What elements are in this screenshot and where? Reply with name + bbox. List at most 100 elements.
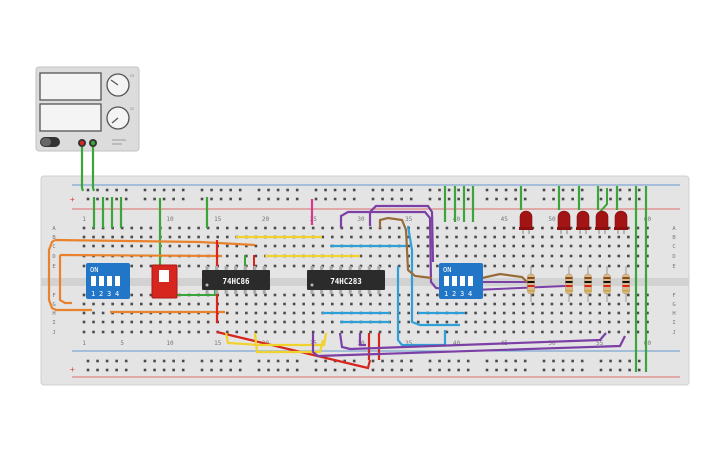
breadboard-hole[interactable] xyxy=(120,235,124,239)
breadboard-hole[interactable] xyxy=(607,302,611,306)
rail-hole[interactable] xyxy=(267,188,270,192)
breadboard-hole[interactable] xyxy=(617,254,621,258)
rail-hole[interactable] xyxy=(343,359,346,363)
breadboard-hole[interactable] xyxy=(359,235,363,239)
resistors[interactable] xyxy=(527,266,630,302)
breadboard-hole[interactable] xyxy=(273,330,277,334)
rail-hole[interactable] xyxy=(609,368,612,372)
breadboard-hole[interactable] xyxy=(82,235,86,239)
dip-toggle-3[interactable] xyxy=(107,276,112,286)
breadboard-hole[interactable] xyxy=(588,311,592,315)
breadboard-hole[interactable] xyxy=(321,244,325,248)
breadboard-hole[interactable] xyxy=(388,302,391,306)
breadboard-hole[interactable] xyxy=(445,235,449,239)
breadboard-hole[interactable] xyxy=(321,226,325,230)
breadboard-hole[interactable] xyxy=(264,226,267,230)
breadboard-hole[interactable] xyxy=(359,302,363,306)
breadboard-hole[interactable] xyxy=(178,226,181,230)
rail-hole[interactable] xyxy=(143,188,147,192)
breadboard-hole[interactable] xyxy=(397,320,401,324)
breadboard-hole[interactable] xyxy=(531,264,535,268)
breadboard-hole[interactable] xyxy=(292,311,296,315)
resistor[interactable] xyxy=(603,266,611,302)
breadboard-hole[interactable] xyxy=(101,244,105,248)
breadboard-hole[interactable] xyxy=(512,235,516,239)
breadboard-hole[interactable] xyxy=(502,330,506,334)
breadboard-hole[interactable] xyxy=(101,302,105,306)
rail-hole[interactable] xyxy=(390,359,394,363)
rail-hole[interactable] xyxy=(96,359,99,363)
breadboard-hole[interactable] xyxy=(493,235,496,239)
breadboard-hole[interactable] xyxy=(149,320,153,324)
breadboard-hole[interactable] xyxy=(311,311,315,315)
breadboard-hole[interactable] xyxy=(522,244,525,248)
breadboard-hole[interactable] xyxy=(111,235,114,239)
rail-hole[interactable] xyxy=(514,188,517,192)
breadboard-hole[interactable] xyxy=(311,293,315,297)
rail-hole[interactable] xyxy=(181,359,185,363)
breadboard-hole[interactable] xyxy=(474,254,477,258)
breadboard-hole[interactable] xyxy=(264,320,267,324)
rail-hole[interactable] xyxy=(229,188,232,192)
rail-hole[interactable] xyxy=(86,188,90,192)
breadboard-hole[interactable] xyxy=(598,235,601,239)
breadboard-hole[interactable] xyxy=(607,235,611,239)
breadboard-hole[interactable] xyxy=(560,264,563,268)
rail-hole[interactable] xyxy=(210,197,213,201)
led[interactable] xyxy=(557,210,571,234)
breadboard-hole[interactable] xyxy=(397,293,401,297)
rail-hole[interactable] xyxy=(571,368,574,372)
breadboard-hole[interactable] xyxy=(187,320,191,324)
rail-hole[interactable] xyxy=(333,188,337,192)
rail-hole[interactable] xyxy=(181,197,185,201)
breadboard-hole[interactable] xyxy=(550,264,554,268)
breadboard-hole[interactable] xyxy=(302,320,305,324)
wire-green[interactable] xyxy=(599,188,608,213)
breadboard-hole[interactable] xyxy=(445,320,449,324)
breadboard-hole[interactable] xyxy=(569,226,573,230)
breadboard-hole[interactable] xyxy=(416,244,420,248)
rail-hole[interactable] xyxy=(143,359,147,363)
breadboard-hole[interactable] xyxy=(560,244,563,248)
wire-green[interactable] xyxy=(160,290,216,296)
rail-hole[interactable] xyxy=(267,197,270,201)
breadboard-hole[interactable] xyxy=(92,320,95,324)
breadboard-hole[interactable] xyxy=(331,302,334,306)
rail-hole[interactable] xyxy=(276,368,280,372)
breadboard-hole[interactable] xyxy=(598,264,601,268)
breadboard-hole[interactable] xyxy=(245,226,248,230)
rail-hole[interactable] xyxy=(238,188,242,192)
wire-blue[interactable] xyxy=(396,266,447,347)
breadboard-hole[interactable] xyxy=(636,264,640,268)
breadboard-hole[interactable] xyxy=(627,244,630,248)
breadboard-hole[interactable] xyxy=(120,330,124,334)
breadboard-hole[interactable] xyxy=(397,254,401,258)
wire-purple[interactable] xyxy=(473,285,566,291)
rail-hole[interactable] xyxy=(124,197,128,201)
rail-hole[interactable] xyxy=(286,188,289,192)
rail-hole[interactable] xyxy=(457,368,460,372)
breadboard-hole[interactable] xyxy=(82,330,86,334)
breadboard-hole[interactable] xyxy=(493,226,496,230)
breadboard-hole[interactable] xyxy=(140,244,143,248)
breadboard-hole[interactable] xyxy=(264,311,267,315)
rail-hole[interactable] xyxy=(457,197,460,201)
breadboard-hole[interactable] xyxy=(273,226,277,230)
wire-yellow[interactable] xyxy=(253,332,325,354)
breadboard-hole[interactable] xyxy=(82,320,86,324)
rail-hole[interactable] xyxy=(229,197,232,201)
breadboard-hole[interactable] xyxy=(588,235,592,239)
rail-hole[interactable] xyxy=(115,197,118,201)
breadboard-hole[interactable] xyxy=(273,264,277,268)
rail-hole[interactable] xyxy=(143,368,147,372)
breadboard-hole[interactable] xyxy=(187,330,191,334)
breadboard-hole[interactable] xyxy=(474,235,477,239)
breadboard-hole[interactable] xyxy=(483,254,487,258)
rail-hole[interactable] xyxy=(153,359,156,363)
breadboard-hole[interactable] xyxy=(474,226,477,230)
rail-hole[interactable] xyxy=(324,188,327,192)
breadboard-hole[interactable] xyxy=(455,244,458,248)
rail-hole[interactable] xyxy=(495,197,498,201)
breadboard-hole[interactable] xyxy=(140,226,143,230)
breadboard-hole[interactable] xyxy=(646,235,649,239)
